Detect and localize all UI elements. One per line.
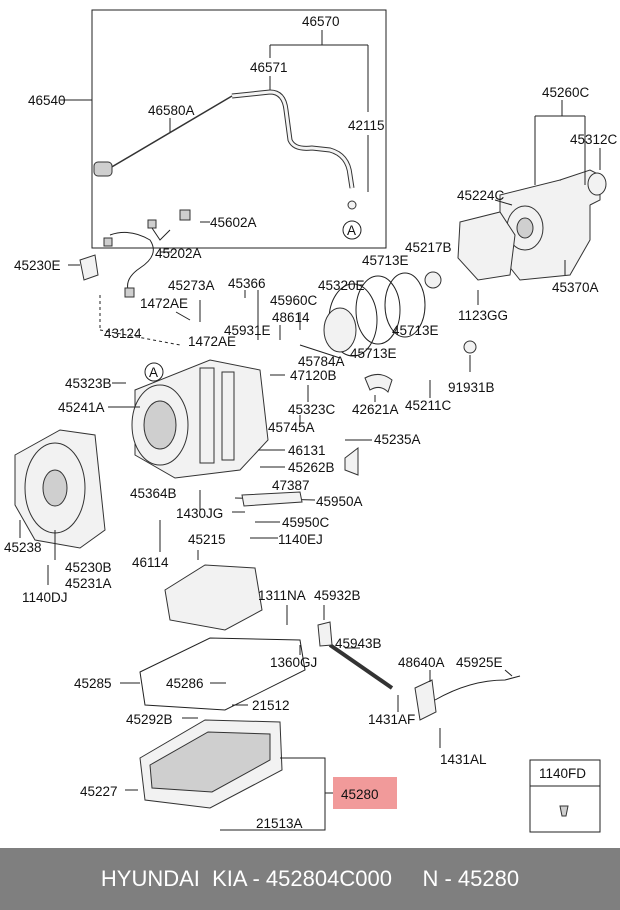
label-1123gg: 1123GG: [458, 308, 508, 323]
label-45323c: 45323C: [288, 402, 336, 417]
label-48614: 48614: [272, 310, 310, 325]
label-91931b: 91931B: [448, 380, 495, 395]
filler-tube-shape: [231, 89, 355, 189]
label-45745a: 45745A: [268, 420, 315, 435]
label-45713e-1: 45713E: [362, 253, 409, 268]
label-46570: 46570: [302, 14, 340, 29]
label-45280: 45280: [341, 787, 379, 802]
label-45950c: 45950C: [282, 515, 330, 530]
label-45713e-3: 45713E: [350, 346, 397, 361]
part-1140fd-frame: [529, 759, 601, 833]
footer-text: HYUNDAI KIA - 452804C000 N - 45280: [100, 866, 520, 891]
pan-gasket-shape: [139, 637, 306, 711]
label-45231a: 45231A: [65, 576, 112, 591]
label-45960c: 45960C: [270, 293, 318, 308]
transfer-case-shape: [499, 169, 607, 281]
valve-body-shape: [164, 564, 263, 631]
label-45241a: 45241A: [58, 400, 105, 415]
label-45217b: 45217B: [405, 240, 452, 255]
label-46114: 46114: [132, 555, 169, 570]
label-45260c: 45260C: [542, 85, 590, 100]
part-number-footer: HYUNDAI KIA - 452804C000 N - 45280: [0, 848, 620, 910]
label-45925e: 45925E: [456, 655, 503, 670]
label-45323b: 45323B: [65, 376, 112, 391]
rod-shape: [328, 643, 394, 690]
label-1140dj: 1140DJ: [22, 590, 68, 605]
label-42621a: 42621A: [352, 402, 399, 417]
label-1140ej: 1140EJ: [278, 532, 323, 547]
label-45262b: 45262B: [288, 460, 335, 475]
label-1311na: 1311NA: [258, 588, 306, 603]
label-45370a: 45370A: [552, 280, 599, 295]
label-45943b: 45943B: [335, 636, 382, 651]
circle-a-main: [144, 362, 164, 382]
label-1140fd: 1140FD: [539, 766, 586, 781]
converter-housing-shape: [14, 429, 106, 549]
label-45285: 45285: [74, 676, 112, 691]
circle-a-main-label: A: [149, 365, 158, 380]
label-45713e-2: 45713E: [392, 323, 439, 338]
label-45224c: 45224C: [457, 188, 505, 203]
label-1472ae-1: 1472AE: [140, 296, 188, 311]
label-45931e: 45931E: [224, 323, 271, 338]
label-45784a: 45784A: [298, 354, 345, 369]
label-46540: 46540: [28, 93, 66, 108]
label-45602a: 45602A: [210, 215, 257, 230]
label-45950a: 45950A: [316, 494, 363, 509]
label-45286: 45286: [166, 676, 204, 691]
label-45932b: 45932B: [314, 588, 361, 603]
parts-diagram: A A: [4, 9, 618, 833]
label-45215: 45215: [188, 532, 226, 547]
label-43124: 43124: [104, 326, 142, 341]
label-21512: 21512: [252, 698, 290, 713]
label-1360gj: 1360GJ: [270, 655, 317, 670]
transmission-housing-shape: [131, 359, 269, 479]
highlighted-part-box: [333, 777, 397, 809]
label-45320e: 45320E: [318, 278, 365, 293]
label-46131: 46131: [288, 443, 326, 458]
label-21513a: 21513A: [256, 816, 303, 831]
label-1431al: 1431AL: [440, 752, 487, 767]
label-47387: 47387: [272, 478, 310, 493]
circle-a-top-label: A: [347, 223, 356, 238]
cooler-hose-group-frame: [91, 9, 387, 249]
label-45227: 45227: [80, 784, 118, 799]
label-45238: 45238: [4, 540, 42, 555]
label-45364b: 45364B: [130, 486, 177, 501]
label-1472ae-2: 1472AE: [188, 334, 236, 349]
label-45235a: 45235A: [374, 432, 421, 447]
label-45230b: 45230B: [65, 560, 112, 575]
circle-a-top: [342, 220, 362, 240]
label-46571: 46571: [250, 60, 288, 75]
label-42115: 42115: [348, 118, 385, 133]
label-1431af: 1431AF: [368, 712, 415, 727]
label-45292b: 45292B: [126, 712, 173, 727]
label-45211c: 45211C: [405, 398, 452, 413]
gasket-shape: [457, 211, 516, 281]
label-1430jg: 1430JG: [176, 506, 223, 521]
wiring-harness-shape: [79, 209, 191, 298]
dipstick-handle-shape: [93, 161, 113, 177]
dipstick-line: [109, 95, 233, 169]
label-45366: 45366: [228, 276, 266, 291]
label-47120b: 47120B: [290, 368, 337, 383]
label-45312c: 45312C: [570, 132, 618, 147]
label-45202a: 45202A: [155, 246, 202, 261]
label-45273a: 45273A: [168, 278, 215, 293]
label-46580a: 46580A: [148, 103, 195, 118]
label-48640a: 48640A: [398, 655, 445, 670]
label-45230e: 45230E: [14, 258, 61, 273]
